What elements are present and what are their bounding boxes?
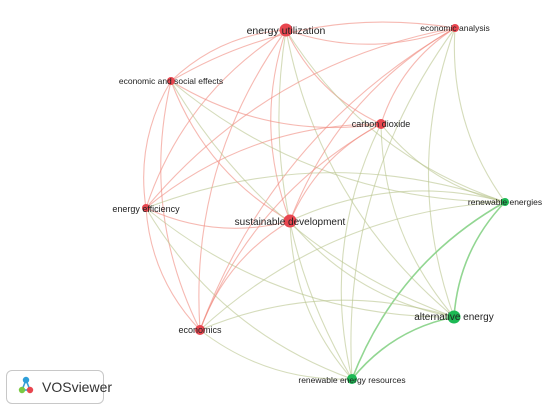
- edge-economic_analysis-economics: [199, 27, 456, 331]
- vosviewer-logo-icon: [15, 374, 37, 401]
- edge-energy_utilization-renewable_energies: [285, 29, 506, 203]
- vosviewer-name: VOSviewer: [42, 379, 113, 395]
- edge-sustainable_development-renewable_energy_resources: [289, 220, 353, 380]
- edge-carbon_dioxide-renewable_energy_resources: [340, 123, 382, 380]
- edge-energy_utilization-economic_analysis: [285, 27, 456, 45]
- node-energy-utilization[interactable]: [279, 23, 293, 37]
- node-label-economics[interactable]: economics: [178, 325, 222, 335]
- edge-economic_analysis-carbon_dioxide: [380, 27, 456, 125]
- edge-renewable_energies-sustainable_development: [289, 190, 506, 222]
- node-economic-analysis[interactable]: [451, 24, 459, 32]
- edge-energy_efficiency-alternative_energy: [145, 207, 455, 318]
- node-label-carbon-dioxide[interactable]: carbon dioxide: [352, 119, 411, 129]
- node-label-energy-efficiency[interactable]: energy efficiency: [112, 204, 180, 214]
- node-renewable-energy-resources[interactable]: [347, 374, 357, 384]
- edge-sustainable_development-economics: [199, 220, 291, 331]
- edge-economics-renewable_energy_resources: [199, 329, 353, 380]
- edge-economic_analysis-renewable_energies: [453, 27, 506, 203]
- node-economic-social[interactable]: [167, 77, 175, 85]
- edge-economic_social-renewable_energies: [170, 80, 506, 203]
- edge-energy_utilization-sustainable_development: [270, 29, 291, 222]
- edge-renewable_energies-renewable_energy_resources: [351, 201, 506, 380]
- vosviewer-badge[interactable]: VOSviewer: [6, 370, 112, 404]
- network-edges: [143, 21, 506, 380]
- edge-alternative_energy-economics: [199, 299, 455, 331]
- node-alternative-energy[interactable]: [447, 310, 461, 324]
- node-label-sustainable-development[interactable]: sustainable development: [235, 217, 346, 228]
- edge-energy_utilization-carbon_dioxide: [285, 29, 382, 125]
- edge-energy_utilization-economics: [198, 29, 287, 331]
- edge-energy_efficiency-sustainable_development: [145, 207, 291, 229]
- node-sustainable-development[interactable]: [283, 214, 297, 228]
- edge-renewable_energies-energy_efficiency: [145, 172, 506, 209]
- edge-economic_analysis-energy_efficiency: [145, 27, 456, 209]
- node-label-economic-social[interactable]: economic and social effects: [119, 76, 223, 86]
- node-label-economic-analysis[interactable]: economic analysis: [420, 23, 489, 33]
- edge-economic_analysis-alternative_energy: [427, 27, 456, 318]
- node-label-energy-utilization[interactable]: energy utilization: [247, 25, 326, 37]
- node-energy-efficiency[interactable]: [142, 204, 150, 212]
- edge-carbon_dioxide-energy_efficiency: [145, 123, 382, 209]
- node-label-renewable-energy-resources[interactable]: renewable energy resources: [298, 375, 405, 385]
- edge-carbon_dioxide-renewable_energies: [380, 123, 506, 203]
- edge-energy_utilization-alternative_energy: [285, 29, 455, 318]
- edge-energy_utilization-energy_efficiency: [145, 29, 287, 209]
- edge-economic_social-carbon_dioxide: [170, 80, 382, 129]
- edge-energy_utilization-renewable_energy_resources: [278, 29, 353, 380]
- edge-renewable_energies-alternative_energy: [453, 201, 506, 318]
- node-label-renewable-energies[interactable]: renewable energies: [468, 197, 542, 207]
- edge-economic_social-sustainable_development: [170, 80, 291, 222]
- network-nodes: [142, 23, 509, 384]
- edge-energy_efficiency-economics: [145, 207, 201, 331]
- edge-renewable_energies-economics: [199, 201, 506, 331]
- edge-economic_social-energy_efficiency: [143, 80, 172, 209]
- edge-economic_social-economics: [160, 80, 201, 331]
- edge-sustainable_development-alternative_energy: [289, 220, 455, 318]
- edge-carbon_dioxide-alternative_energy: [380, 123, 455, 318]
- node-economics[interactable]: [195, 325, 205, 335]
- edge-energy_utilization-economic_social: [170, 29, 287, 82]
- node-renewable-energies[interactable]: [501, 198, 509, 206]
- network-labels: energy utilization economic analysis econo…: [112, 23, 542, 385]
- edge-economic_analysis-renewable_energy_resources: [350, 27, 456, 380]
- node-label-alternative-energy[interactable]: alternative energy: [414, 312, 494, 323]
- edge-economic_analysis-economic_social: [170, 21, 456, 82]
- node-carbon-dioxide[interactable]: [376, 119, 386, 129]
- edge-alternative_energy-renewable_energy_resources: [351, 316, 455, 380]
- edge-energy_efficiency-renewable_energy_resources: [145, 207, 353, 380]
- edge-economic_social-alternative_energy: [170, 80, 455, 318]
